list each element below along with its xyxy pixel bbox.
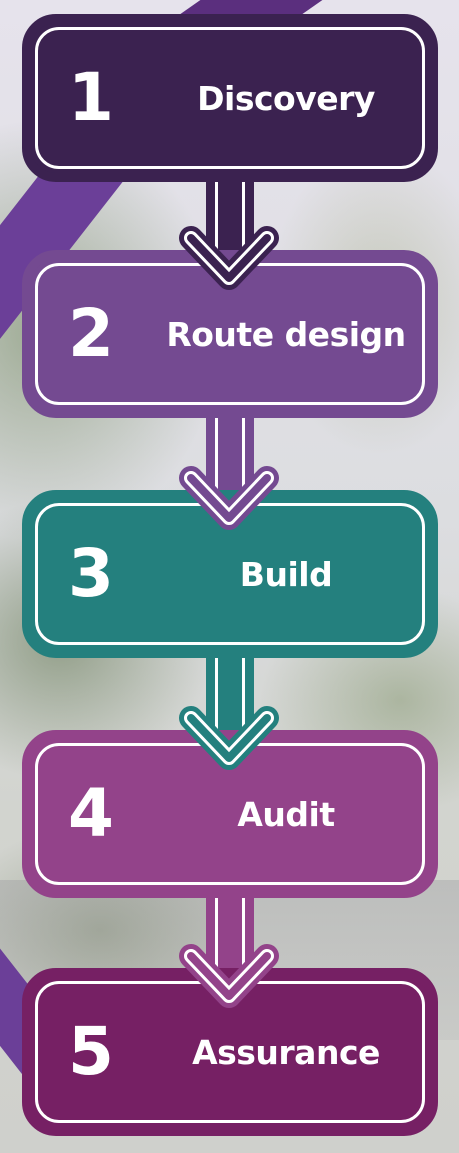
step-1-discovery: 1 Discovery [22,14,438,182]
chevron-down-arrow-icon [179,226,279,290]
step-title: Assurance [192,1032,380,1072]
chevron-down-arrow-icon [179,466,279,530]
step-number: 3 [68,535,114,612]
step-title: Build [239,554,333,594]
step-number: 5 [68,1013,114,1090]
step-title: Audit [237,794,335,834]
step-number: 2 [68,295,114,372]
chevron-down-arrow-icon [179,706,279,770]
step-title: Route design [166,314,406,354]
step-number: 1 [68,59,114,136]
step-number: 4 [68,775,114,852]
chevron-down-arrow-icon [179,944,279,1008]
step-title: Discovery [197,78,375,118]
